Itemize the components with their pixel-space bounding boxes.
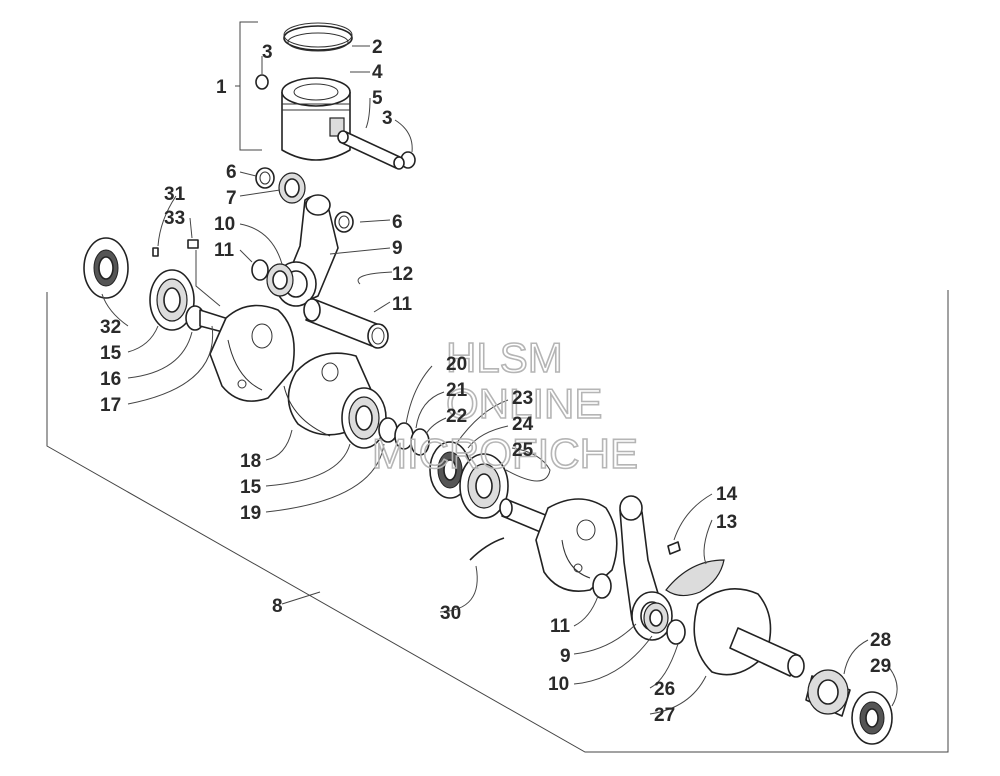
callout-6-top: 6 [226,162,237,183]
center-bearing-right [459,453,509,519]
main-bearing-left [149,269,195,331]
crank-end-web [693,588,805,678]
callout-33: 33 [164,208,185,229]
piston-pin [337,130,405,170]
small-end-needle-bearing [278,172,306,204]
callout-24: 24 [512,414,534,435]
dowel-pin [152,247,159,257]
big-end-washer-lower [592,573,612,599]
callout-26: 26 [654,679,675,700]
watermark-line-2: ONLINE [446,380,602,427]
callout-19: 19 [240,503,261,524]
callout-29: 29 [870,656,891,677]
callout-10-lower: 10 [548,674,569,695]
callout-15-left: 15 [100,343,122,364]
callout-23: 23 [512,388,533,409]
callout-31: 31 [164,184,186,205]
callout-3-right: 3 [382,108,393,129]
callout-labels: 1 2 3 3 4 5 6 6 7 8 9 9 10 10 11 11 11 1… [100,37,891,726]
callout-5: 5 [372,88,383,109]
callout-27: 27 [654,705,675,726]
roller-bearing-right [805,669,851,717]
screw [667,541,681,555]
callout-28: 28 [870,630,891,651]
callout-25: 25 [512,440,534,461]
callout-15-center: 15 [240,477,262,498]
leader-lines [101,45,898,715]
callout-11-lower: 11 [550,616,571,637]
callout-14: 14 [716,484,738,505]
callout-12: 12 [392,264,413,285]
piston-rings [283,22,353,52]
watermark-line-3: MICROFICHE [372,430,638,477]
callout-17: 17 [100,395,121,416]
callout-1: 1 [216,77,227,98]
center-snap-rings [378,417,430,456]
callout-21: 21 [446,380,468,401]
callout-20: 20 [446,354,467,375]
big-end-needle-bearing-upper [266,263,294,297]
callout-30: 30 [440,603,461,624]
crank-pin [303,298,389,349]
thrust-washer-lower [666,619,686,645]
crank-circlip [469,537,505,561]
callout-8: 8 [272,596,283,617]
callout-22: 22 [446,406,467,427]
crankshaft-assembly-bracket [46,290,949,753]
callout-32: 32 [100,317,121,338]
circlip-left [255,74,269,90]
big-end-needle-bearing-lower [643,602,669,634]
callout-9-upper: 9 [392,238,403,259]
thrust-washer-right [334,211,354,233]
callout-11-upper-right: 11 [392,294,413,315]
callout-2: 2 [372,37,383,58]
callout-3-left: 3 [262,42,273,63]
big-end-washer-upper [251,259,269,281]
callout-6-right: 6 [392,212,403,233]
oil-seal-left [83,237,129,299]
thrust-washer-top [255,167,275,189]
watermark: HLSM ONLINE MICROFICHE [371,333,639,478]
callout-16: 16 [100,369,121,390]
woodruff-key [187,239,199,249]
left-crank-half [199,304,295,402]
main-bearing-center [341,387,387,449]
oil-seal-right [851,691,893,745]
balance-plate [665,559,725,597]
callout-9-lower: 9 [560,646,571,667]
callout-7: 7 [226,188,237,209]
callout-10-upper: 10 [214,214,235,235]
callout-11-upper-left: 11 [214,240,235,261]
right-crank-half [499,498,618,592]
callout-18: 18 [240,451,261,472]
watermark-line-1: HLSM [446,334,563,381]
piston [281,77,351,161]
callout-13: 13 [716,512,737,533]
callout-4: 4 [372,62,383,83]
